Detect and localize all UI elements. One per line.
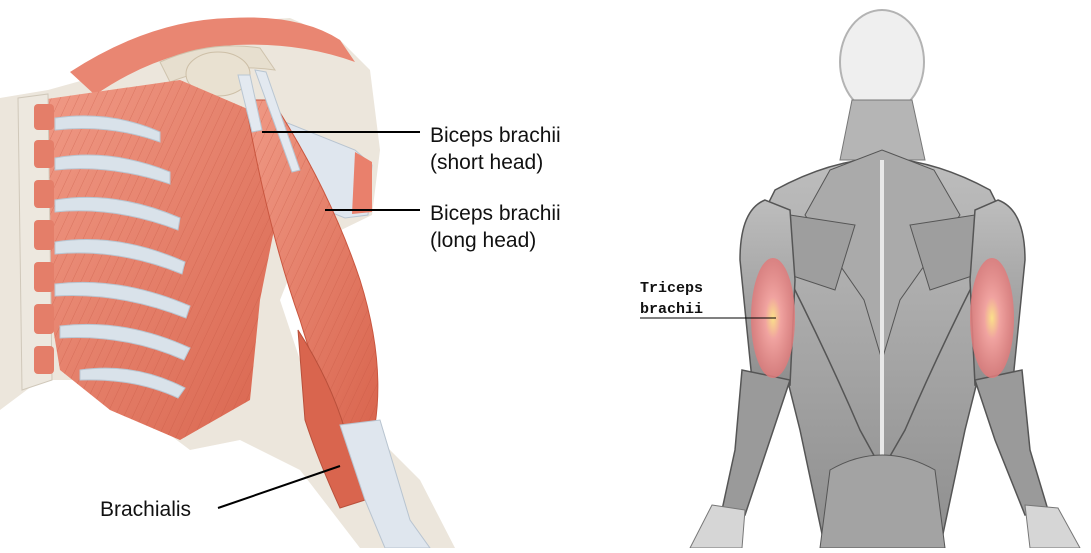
gluteus (820, 455, 945, 548)
right-anatomy-illustration: Triceps brachii (640, 10, 1080, 548)
biceps-short-head-label-line2: (short head) (430, 151, 543, 174)
biceps-long-head-label-line1: Biceps brachii (430, 202, 561, 225)
biceps-short-head-label-line1: Biceps brachii (430, 124, 561, 147)
right-forearm (975, 370, 1048, 515)
biceps-long-head-label-line2: (long head) (430, 229, 536, 252)
deltoid-cut (352, 152, 372, 214)
left-anatomy-illustration: Biceps brachii (short head) Biceps brach… (0, 17, 561, 548)
left-hand (690, 505, 745, 548)
right-hand (1025, 505, 1080, 548)
triceps-right-highlight (970, 258, 1014, 378)
triceps-label-line1: Triceps (640, 280, 703, 297)
head (840, 10, 924, 114)
left-forearm (722, 370, 790, 515)
triceps-label-line2: brachii (640, 301, 703, 318)
costal-cartilage (34, 104, 54, 374)
brachialis-label: Brachialis (100, 498, 191, 521)
